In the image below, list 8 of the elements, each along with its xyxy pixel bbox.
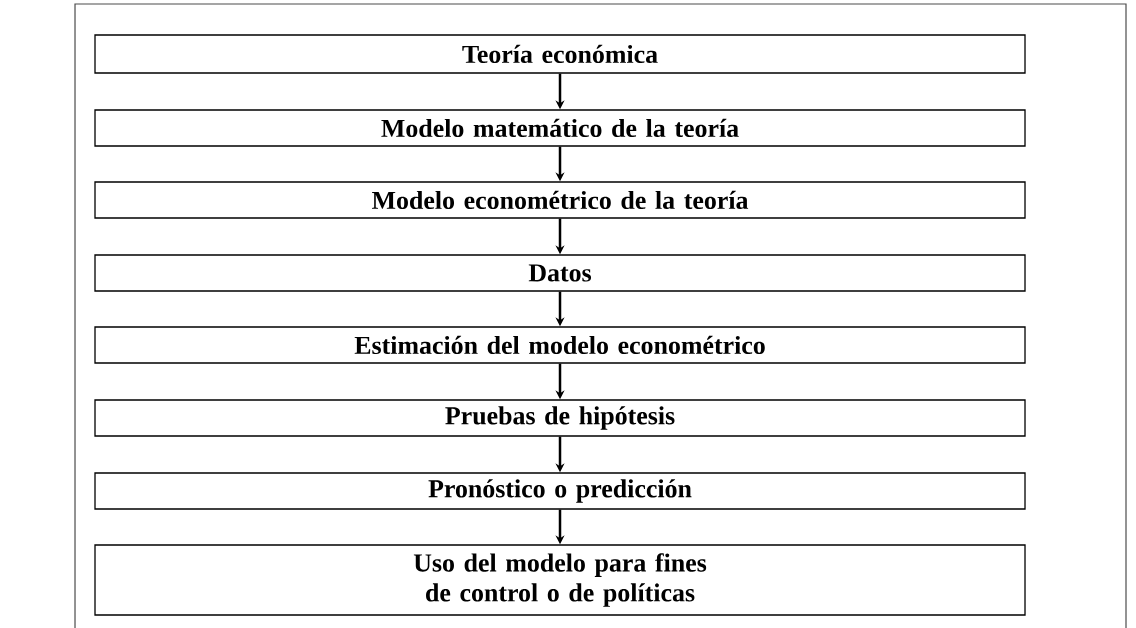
process-box: Teoría económica [94,34,1026,74]
process-box: Pronóstico o predicción [94,472,1026,510]
process-box: Pruebas de hipótesis [94,399,1026,437]
process-box: Modelo econométrico de la teoría [94,181,1026,219]
process-box: Estimación del modelo econométrico [94,326,1026,364]
process-box: Modelo matemático de la teoría [94,109,1026,147]
process-box: Datos [94,254,1026,292]
process-box: Uso del modelo para fines de control o de políticas [94,544,1026,616]
